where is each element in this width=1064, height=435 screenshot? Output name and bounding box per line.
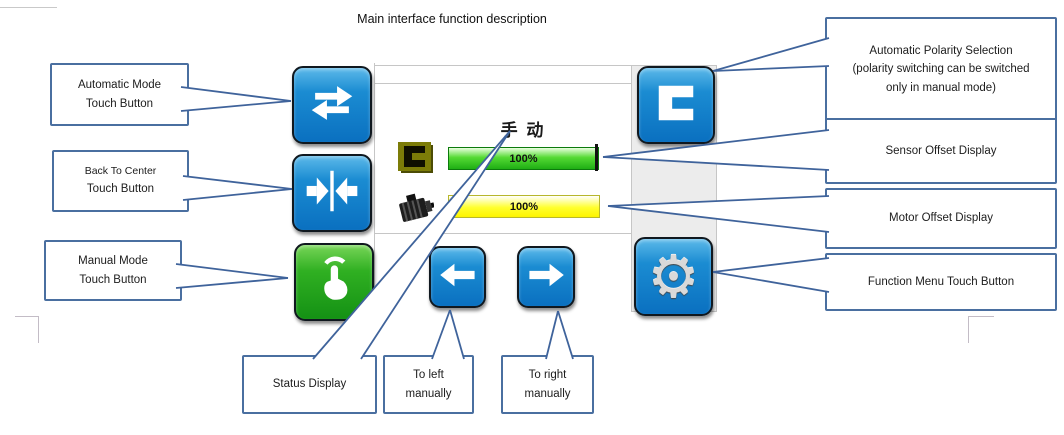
sensor-offset-value: 100% (509, 152, 538, 165)
callout-motor-offset: Motor Offset Display (825, 188, 1057, 249)
callout-back-to-center: Back To Center Touch Button (52, 150, 189, 212)
move-left-button[interactable] (429, 246, 486, 308)
margin-mark-top (0, 7, 57, 8)
sensor-bar-end-tick (595, 144, 598, 171)
right-arrow-icon (527, 259, 565, 296)
fork-sensor-icon (398, 142, 433, 178)
callout-to-right-manually: To right manually (501, 355, 594, 414)
motor-icon (396, 188, 435, 231)
callout-sensor-offset: Sensor Offset Display (825, 118, 1057, 184)
panel-line (716, 65, 717, 311)
callout-automatic-polarity: Automatic Polarity Selection (polarity s… (825, 17, 1057, 122)
polarity-selection-button[interactable] (637, 66, 715, 144)
automatic-mode-button[interactable] (292, 66, 372, 144)
callout-manual-mode: Manual Mode Touch Button (44, 240, 182, 301)
panel-line (374, 63, 375, 311)
callout-to-left-manually: To left manually (383, 355, 474, 414)
arrows-to-center-icon (305, 164, 359, 223)
callout-function-menu: Function Menu Touch Button (825, 253, 1057, 311)
motor-offset-value: 100% (509, 200, 539, 213)
sensor-offset-bar: 100% (448, 147, 599, 170)
motor-offset-bar: 100% (448, 195, 600, 218)
margin-mark-left (15, 316, 39, 343)
function-menu-button[interactable]: ⚙ (634, 237, 713, 316)
panel-line (631, 65, 632, 311)
touch-hand-icon (308, 254, 360, 311)
margin-mark-right (968, 316, 994, 343)
gear-icon: ⚙ (647, 242, 700, 311)
back-to-center-button[interactable] (292, 154, 372, 232)
c-symbol-icon (653, 80, 699, 131)
move-right-button[interactable] (517, 246, 575, 308)
page-title: Main interface function description (357, 12, 547, 26)
status-display-text: 手 动 (500, 121, 546, 140)
callout-automatic-mode: Automatic Mode Touch Button (50, 63, 189, 126)
panel-line (374, 83, 631, 84)
manual-mode-button[interactable] (294, 243, 374, 321)
left-arrow-icon (439, 259, 477, 296)
panel-line (374, 233, 631, 234)
callout-status-display: Status Display (242, 355, 377, 414)
panel-line (374, 65, 717, 66)
loop-arrows-icon (305, 76, 359, 135)
